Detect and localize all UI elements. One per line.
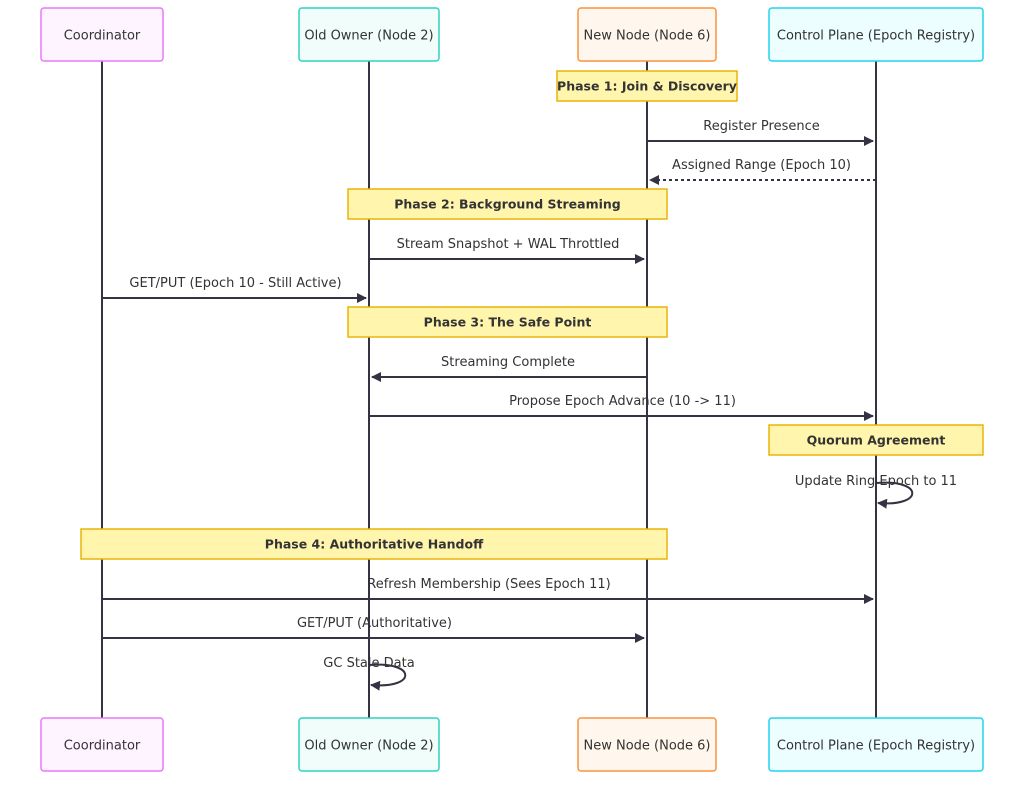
message-label: GC Stale Data (323, 656, 414, 671)
actor-control-plane-top[interactable]: Control Plane (Epoch Registry) (768, 7, 984, 62)
message-label: Propose Epoch Advance (10 -> 11) (509, 394, 736, 409)
actor-label: New Node (Node 6) (583, 29, 710, 44)
actor-label: Control Plane (Epoch Registry) (777, 739, 975, 754)
actor-box (40, 7, 164, 62)
note-label: Quorum Agreement (807, 433, 946, 448)
message-2: Assigned Range (Epoch 10) (649, 158, 876, 185)
actor-new-node-top[interactable]: New Node (Node 6) (577, 7, 717, 62)
message-label: Streaming Complete (441, 355, 575, 370)
message-9: GET/PUT (Authoritative) (102, 616, 645, 643)
note-3: Phase 3: The Safe Point (347, 306, 668, 338)
actor-new-node-bottom[interactable]: New Node (Node 6) (577, 717, 717, 772)
message-label: Refresh Membership (Sees Epoch 11) (367, 577, 610, 592)
message-label: Update Ring Epoch to 11 (795, 474, 957, 489)
actor-box (577, 7, 717, 62)
message-10: GC Stale Data (323, 656, 415, 691)
actor-box (768, 7, 984, 62)
message-label: GET/PUT (Epoch 10 - Still Active) (129, 276, 341, 291)
self-message-arrow (368, 663, 407, 691)
note-label: Phase 2: Background Streaming (394, 197, 621, 212)
message-7: Update Ring Epoch to 11 (795, 474, 957, 509)
actor-label: Old Owner (Node 2) (304, 739, 433, 754)
actor-label: Coordinator (64, 739, 141, 754)
note-box (80, 528, 668, 560)
message-label: Assigned Range (Epoch 10) (672, 158, 851, 173)
actor-old-owner-top[interactable]: Old Owner (Node 2) (298, 7, 440, 62)
message-4: GET/PUT (Epoch 10 - Still Active) (102, 276, 367, 303)
message-6: Propose Epoch Advance (10 -> 11) (369, 394, 874, 421)
actor-box (768, 717, 984, 772)
actor-label: Control Plane (Epoch Registry) (777, 29, 975, 44)
actor-old-owner-bottom[interactable]: Old Owner (Node 2) (298, 717, 440, 772)
message-1: Register Presence (647, 119, 874, 146)
actor-control-plane-bottom[interactable]: Control Plane (Epoch Registry) (768, 717, 984, 772)
actor-coordinator-top[interactable]: Coordinator (40, 7, 164, 62)
message-label: GET/PUT (Authoritative) (297, 616, 452, 631)
message-3: Stream Snapshot + WAL Throttled (369, 237, 645, 264)
message-5: Streaming Complete (371, 355, 647, 382)
note-box (768, 424, 984, 456)
actor-box (298, 7, 440, 62)
actor-label: New Node (Node 6) (583, 739, 710, 754)
actor-box (40, 717, 164, 772)
message-8: Refresh Membership (Sees Epoch 11) (102, 577, 874, 604)
note-box (347, 306, 668, 338)
self-message-arrow (875, 481, 914, 509)
note-2: Phase 2: Background Streaming (347, 188, 668, 220)
note-1: Phase 1: Join & Discovery (556, 70, 738, 102)
note-box (347, 188, 668, 220)
actor-label: Old Owner (Node 2) (304, 29, 433, 44)
note-label: Phase 4: Authoritative Handoff (265, 537, 484, 552)
note-4: Quorum Agreement (768, 424, 984, 456)
actor-coordinator-bottom[interactable]: Coordinator (40, 717, 164, 772)
note-box (556, 70, 738, 102)
actor-box (298, 717, 440, 772)
note-label: Phase 3: The Safe Point (424, 315, 592, 330)
actor-box (577, 717, 717, 772)
note-label: Phase 1: Join & Discovery (557, 79, 737, 94)
actor-label: Coordinator (64, 29, 141, 44)
message-label: Register Presence (703, 119, 819, 134)
note-5: Phase 4: Authoritative Handoff (80, 528, 668, 560)
message-label: Stream Snapshot + WAL Throttled (397, 237, 620, 252)
